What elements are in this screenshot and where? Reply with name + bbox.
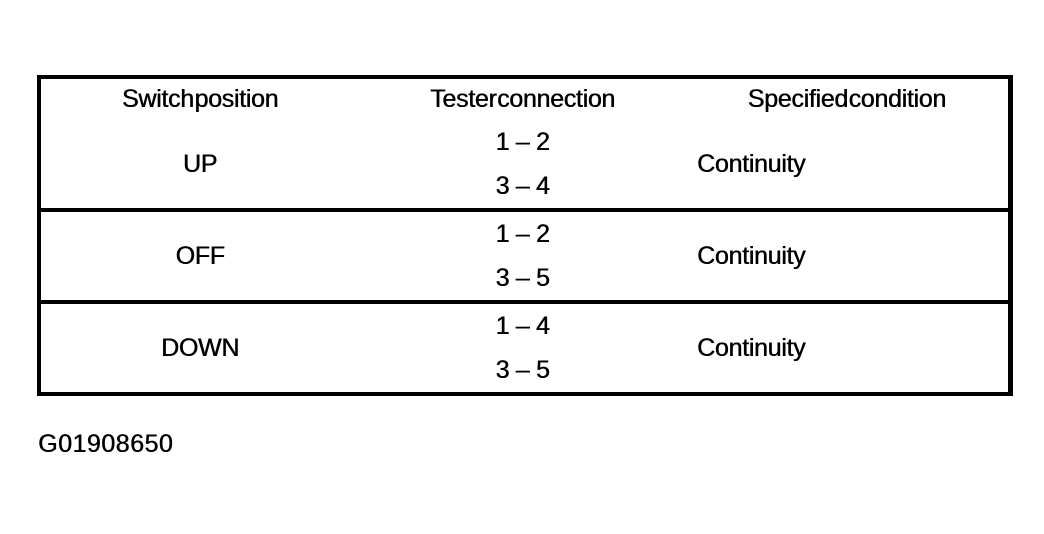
header-switch-position: Switch position: [121, 85, 279, 113]
specified-condition-cell: Continuity: [686, 208, 1010, 302]
table-header-row: Switch position Tester connection Specif…: [39, 77, 1010, 120]
specified-condition-cell: Continuity: [686, 300, 1010, 394]
tester-connection-cell: 3 – 5: [495, 263, 550, 292]
switch-position-cell: DOWN: [39, 300, 359, 394]
table-row: UP 1 – 2 Continuity: [39, 120, 1010, 178]
table-row: 3 – 5: [39, 256, 1010, 302]
switch-position-cell: OFF: [39, 208, 359, 302]
table-row: DOWN 1 – 4 Continuity: [39, 300, 1010, 394]
header-specified-condition: Specified condition: [747, 85, 946, 113]
tester-connection-cell: 1 – 2: [359, 208, 686, 256]
tester-connection-cell: 3 – 4: [495, 171, 550, 200]
switch-position-cell: UP: [182, 149, 218, 178]
tester-connection-cell: 1 – 2: [495, 127, 550, 156]
specified-condition-cell: Continuity: [697, 149, 806, 178]
table-row: OFF 1 – 2 Continuity: [39, 208, 1010, 302]
tester-connection-cell: 3 – 5: [495, 355, 550, 384]
figure-id-label: G01908650: [38, 430, 174, 458]
tester-connection-cell: 1 – 4: [359, 300, 686, 348]
header-tester-connection: Tester connection: [430, 85, 615, 113]
table-row: 3 – 5: [39, 348, 1010, 394]
table-row: 3 – 4: [39, 164, 1010, 210]
switch-continuity-table: Switch position Tester connection Specif…: [37, 75, 1013, 396]
